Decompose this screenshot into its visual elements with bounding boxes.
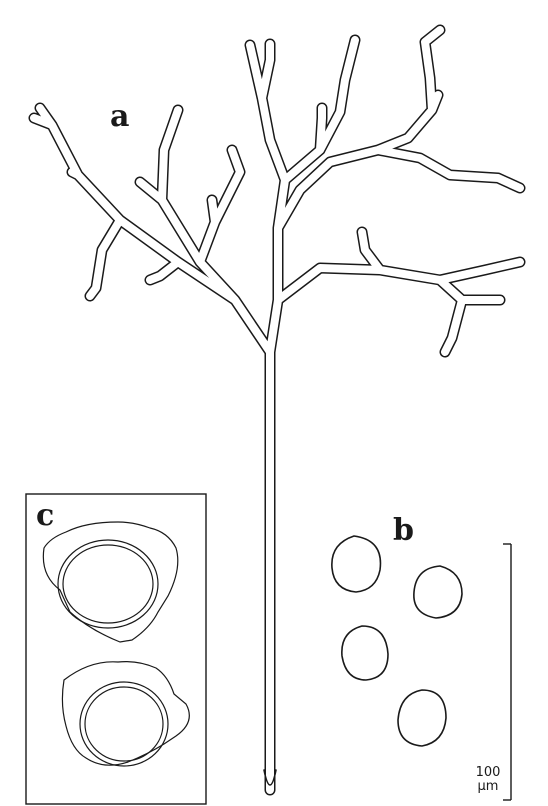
- spore-icon: [414, 566, 462, 618]
- spore-icon: [398, 690, 446, 746]
- panel-c: c: [26, 494, 206, 804]
- panel-label-b: b: [393, 513, 414, 548]
- capillitium-tree-icon: [34, 30, 520, 790]
- scale-bar-value: 100: [476, 765, 501, 780]
- scale-bar-unit: μm: [478, 779, 499, 794]
- spore-icon: [342, 626, 388, 680]
- spore-icon: [332, 536, 381, 592]
- scale-bar: 100 μm: [476, 544, 511, 800]
- spore-section-icon: [62, 662, 189, 766]
- panel-b: b: [332, 513, 462, 746]
- panel-label-c: c: [36, 498, 54, 533]
- spore-section-icon: [43, 522, 177, 642]
- panel-label-a: a: [110, 99, 129, 134]
